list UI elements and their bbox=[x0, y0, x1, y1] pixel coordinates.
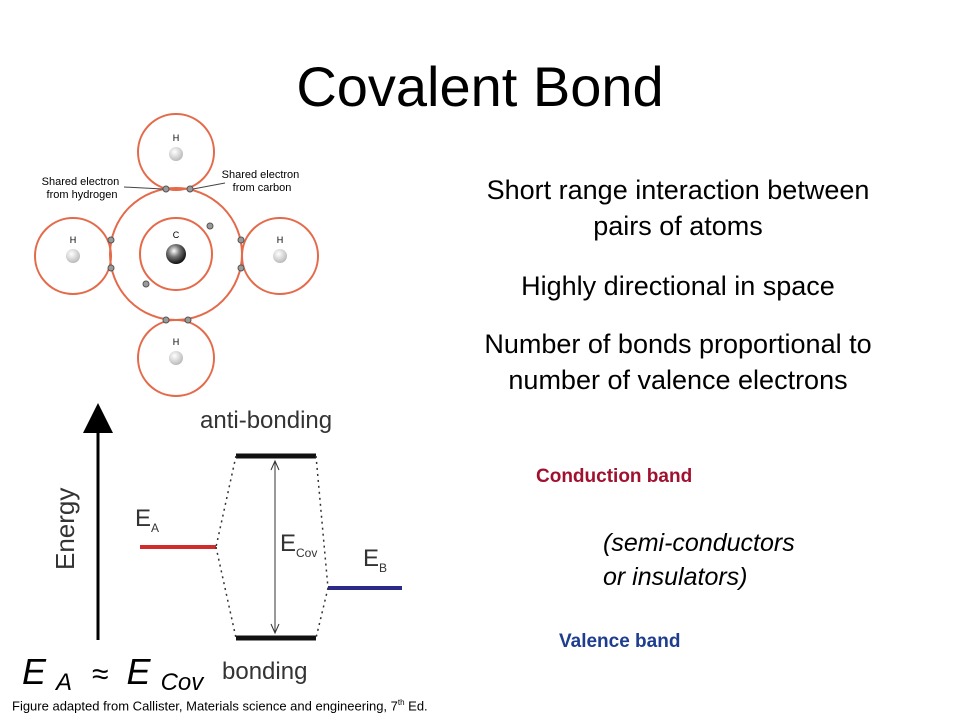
ecov-main: E bbox=[280, 530, 296, 557]
dotted-line bbox=[315, 455, 329, 589]
label-line: from carbon bbox=[233, 182, 292, 194]
ea-main: E bbox=[135, 505, 151, 532]
pointer-line-hydrogen bbox=[123, 186, 164, 190]
atom-label-h-bottom: H bbox=[173, 337, 180, 347]
electrons bbox=[107, 185, 245, 324]
shared-electron-hydrogen-label: Shared electron from hydrogen bbox=[42, 176, 123, 201]
figure-caption: Figure adapted from Callister, Materials… bbox=[12, 698, 428, 713]
bullet-directional: Highly directional in space bbox=[521, 271, 835, 301]
dotted-line bbox=[215, 455, 237, 548]
bullet-number-of-bonds: Number of bonds proportional to number o… bbox=[436, 326, 920, 398]
hydrogen-nucleus-left bbox=[66, 249, 80, 263]
shared-electron-carbon-label: Shared electron from carbon bbox=[222, 169, 303, 194]
equation-lhs: E bbox=[22, 651, 47, 692]
conduction-band-label: Conduction band bbox=[536, 466, 693, 487]
equation: E A ≈ E Cov bbox=[22, 651, 205, 698]
ecov-arrow-head-top bbox=[270, 459, 280, 471]
bullet-line: Number of bonds proportional to bbox=[484, 329, 872, 359]
atom-label-h-left: H bbox=[70, 235, 77, 245]
atom-label-h-right: H bbox=[277, 235, 284, 245]
caption-text: Figure adapted from Callister, Materials… bbox=[12, 698, 398, 714]
eb-subscript: B bbox=[379, 561, 387, 575]
electron bbox=[206, 222, 214, 230]
carbon-nucleus bbox=[166, 244, 186, 264]
equation-rhs: E bbox=[127, 651, 152, 692]
equation-lhs-subscript: A bbox=[54, 669, 72, 696]
label-line: Shared electron bbox=[42, 176, 120, 188]
hydrogen-nucleus-top bbox=[169, 147, 183, 161]
carbon-outer-orbit bbox=[109, 187, 243, 321]
anti-bonding-label: anti-bonding bbox=[200, 407, 332, 434]
ea-label: EA bbox=[135, 505, 159, 535]
energy-axis-label: Energy bbox=[50, 488, 80, 570]
electron bbox=[107, 264, 115, 272]
carbon-inner-orbit bbox=[139, 217, 213, 291]
electron bbox=[186, 185, 194, 193]
page-title: Covalent Bond bbox=[296, 55, 664, 118]
ecov-subscript: Cov bbox=[296, 546, 317, 560]
methane-molecule: C H H H H Shared electron from hydrogen … bbox=[34, 113, 319, 397]
dotted-line bbox=[215, 546, 237, 639]
hydrogen-nucleus-right bbox=[273, 249, 287, 263]
note-line: (semi-conductors bbox=[603, 529, 795, 557]
eb-label: EB bbox=[363, 545, 387, 575]
electron bbox=[162, 185, 170, 193]
caption-tail: Ed. bbox=[404, 698, 428, 714]
bullet-short-range: Short range interaction between pairs of… bbox=[436, 172, 920, 244]
electron bbox=[162, 316, 170, 324]
electron bbox=[107, 236, 115, 244]
equation-rhs-subscript: Cov bbox=[161, 669, 206, 696]
dotted-line bbox=[315, 587, 329, 639]
electron bbox=[237, 264, 245, 272]
ea-subscript: A bbox=[151, 521, 159, 535]
atom-label-carbon: C bbox=[173, 230, 180, 240]
label-line: Shared electron bbox=[222, 169, 300, 181]
ecov-arrow-head-bottom bbox=[270, 623, 280, 635]
bullet-line: pairs of atoms bbox=[593, 211, 763, 241]
electron bbox=[184, 316, 192, 324]
eb-main: E bbox=[363, 545, 379, 572]
hydrogen-orbit-top bbox=[137, 113, 215, 191]
bonding-label: bonding bbox=[222, 658, 307, 685]
note-line: or insulators) bbox=[603, 563, 748, 591]
correlation-lines bbox=[215, 455, 329, 639]
ecov-label: ECov bbox=[280, 530, 317, 560]
label-line: from hydrogen bbox=[47, 189, 118, 201]
electron bbox=[237, 236, 245, 244]
bullet-line: number of valence electrons bbox=[508, 365, 848, 395]
pointer-line-carbon bbox=[192, 182, 226, 190]
band-gap-note: (semi-conductors or insulators) bbox=[603, 526, 795, 594]
hydrogen-nucleus-bottom bbox=[169, 351, 183, 365]
energy-level-diagram: Energy anti-bonding bonding EA ECov EB bbox=[50, 403, 402, 685]
caption-superscript: th bbox=[397, 698, 405, 707]
valence-band-label: Valence band bbox=[559, 631, 681, 652]
bullet-line: Short range interaction between bbox=[486, 175, 870, 205]
atom-label-h-top: H bbox=[173, 133, 180, 143]
electron bbox=[142, 280, 150, 288]
equation-approx: ≈ bbox=[92, 658, 108, 691]
